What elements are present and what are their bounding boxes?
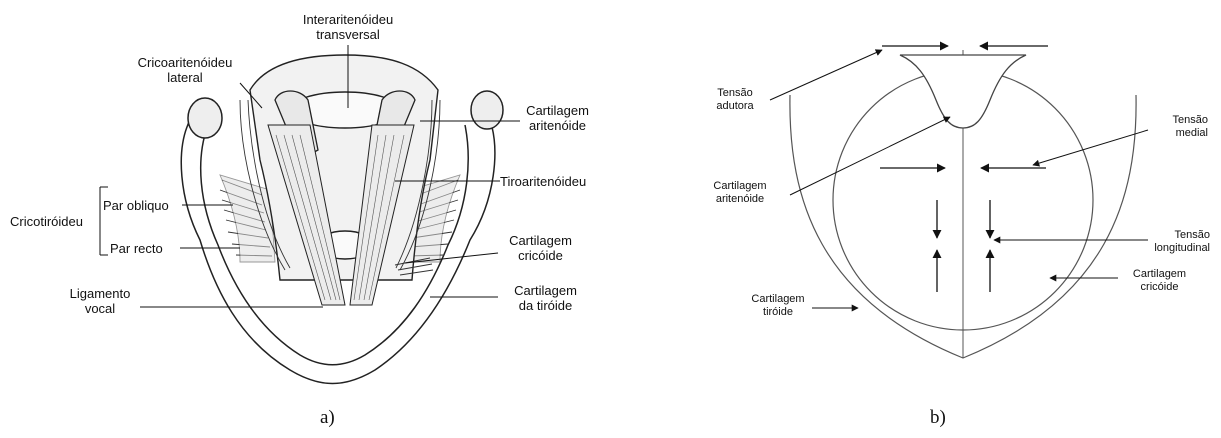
caption-b: b) bbox=[930, 407, 946, 429]
label-cartilagem-aritenoide-b: Cartilagem aritenóide bbox=[700, 180, 780, 206]
label-tensao-longitudinal: Tensão longitudinal bbox=[1130, 229, 1210, 255]
label-tensao-medial: Tensão medial bbox=[1130, 114, 1208, 140]
label-cartilagem-cricoide-b: Cartilagem cricóide bbox=[1117, 268, 1202, 294]
label-tensao-adutora: Tensão adutora bbox=[705, 87, 765, 113]
label-cartilagem-tiroide-b: Cartilagem tiróide bbox=[738, 293, 818, 319]
arytenoid-shape bbox=[900, 55, 1026, 128]
